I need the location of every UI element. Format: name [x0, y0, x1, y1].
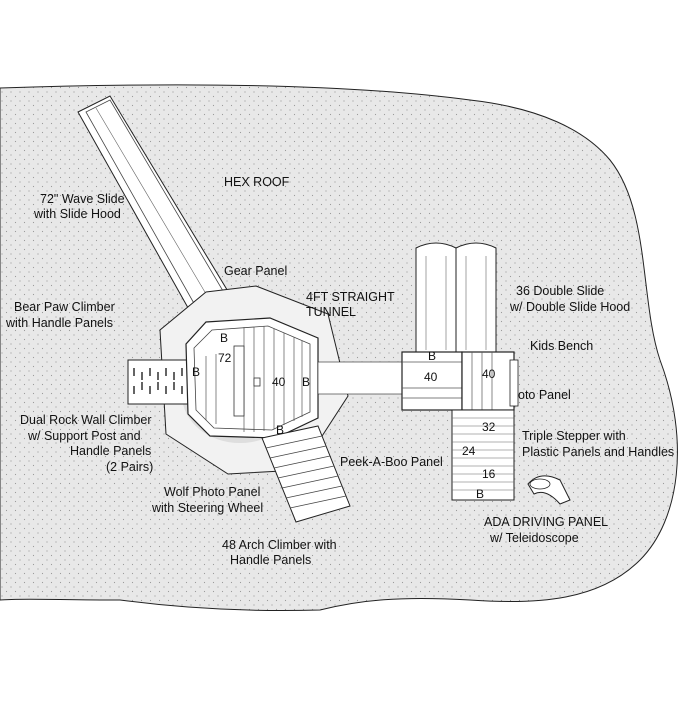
label-rock-wall: Dual Rock Wall Climber — [20, 413, 152, 427]
label-gear-panel: Gear Panel — [224, 264, 287, 278]
stepper-height-16: 16 — [482, 467, 496, 481]
label-rock-wall-3: Handle Panels — [70, 444, 151, 458]
label-double-slide-hood: w/ Double Slide Hood — [509, 300, 630, 314]
label-rock-wall-2: w/ Support Post and — [27, 429, 141, 443]
label-ada-2: w/ Teleidoscope — [489, 531, 579, 545]
label-ada: ADA DRIVING PANEL — [484, 515, 608, 529]
hex-marker-b-bottom: B — [276, 423, 284, 437]
label-triple-stepper: Triple Stepper with — [522, 429, 626, 443]
label-photo-panel: oto Panel — [518, 388, 571, 402]
square-deck — [401, 351, 519, 411]
arch-climber — [261, 425, 351, 523]
label-triple-stepper-2: Plastic Panels and Handles — [522, 445, 674, 459]
deck-markers: B 72 B 40 B B B 40 40 32 24 16 B — [192, 331, 496, 501]
square-height-40-right: 40 — [482, 367, 496, 381]
hex-deck — [185, 317, 319, 439]
label-wolf-photo: Wolf Photo Panel — [164, 485, 260, 499]
square-marker-b: B — [428, 349, 436, 363]
hex-marker-b-right: B — [302, 375, 310, 389]
double-slide — [415, 242, 497, 353]
straight-tunnel — [317, 361, 403, 395]
stepper-height-32: 32 — [482, 420, 496, 434]
label-bear-paw: Bear Paw Climber — [14, 300, 115, 314]
label-wolf-photo-2: with Steering Wheel — [151, 501, 263, 515]
label-wave-slide-hood: with Slide Hood — [33, 207, 121, 221]
label-arch-climber: 48 Arch Climber with — [222, 538, 337, 552]
label-rock-wall-4: (2 Pairs) — [106, 460, 153, 474]
triple-stepper — [451, 409, 515, 501]
label-bear-paw-handles: with Handle Panels — [5, 316, 113, 330]
ada-driving-panel — [527, 475, 571, 505]
hex-marker-b-top: B — [220, 331, 228, 345]
label-double-slide: 36 Double Slide — [516, 284, 604, 298]
bear-paw-climber — [127, 359, 189, 405]
stepper-height-24: 24 — [462, 444, 476, 458]
label-tunnel-2: TUNNEL — [306, 305, 356, 319]
component-labels: HEX ROOF 72" Wave Slide with Slide Hood … — [5, 175, 674, 567]
stepper-marker-b: B — [476, 487, 484, 501]
label-peek-a-boo: Peek-A-Boo Panel — [340, 455, 443, 469]
label-wave-slide: 72" Wave Slide — [40, 192, 125, 206]
label-tunnel: 4FT STRAIGHT — [306, 290, 395, 304]
label-kids-bench: Kids Bench — [530, 339, 593, 353]
hex-marker-b-left: B — [192, 365, 200, 379]
hex-height-72: 72 — [218, 351, 232, 365]
label-arch-climber-2: Handle Panels — [230, 553, 311, 567]
label-hex-roof: HEX ROOF — [224, 175, 290, 189]
hex-height-40: 40 — [272, 375, 286, 389]
square-height-40-left: 40 — [424, 370, 438, 384]
